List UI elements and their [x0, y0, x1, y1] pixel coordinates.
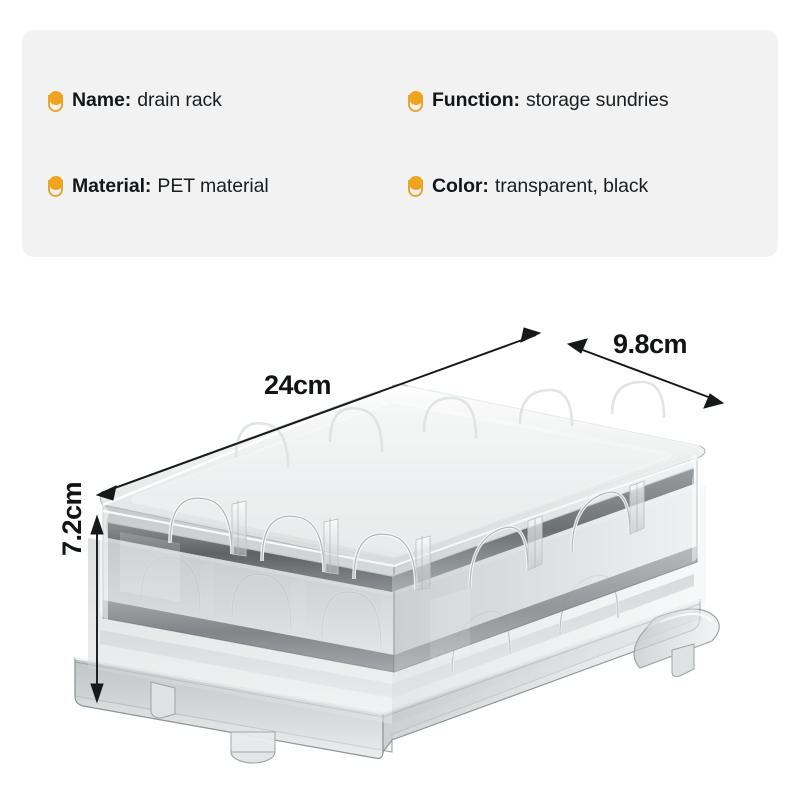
divider-slots-right: [468, 490, 632, 589]
spec-separator: :: [144, 174, 152, 197]
spec-row-function: Function : storage sundries: [392, 89, 778, 112]
spec-label-name: Name: [72, 89, 125, 112]
dimension-line-height: [90, 514, 104, 704]
spec-separator: :: [482, 174, 489, 197]
spec-value-name: drain rack: [137, 89, 222, 112]
divider-slots-front: [168, 496, 418, 591]
spec-label-color: Color: [432, 174, 483, 197]
side-rim-bar: [392, 468, 694, 592]
dimension-label-width: 24cm: [264, 370, 332, 400]
tray-foot: [150, 681, 176, 719]
spec-value-color: transparent, black: [494, 174, 649, 197]
dimension-line-width: [95, 327, 542, 501]
spec-separator: :: [124, 89, 132, 112]
spec-separator: :: [513, 89, 521, 112]
divider-slots-back: [234, 380, 666, 469]
tray-foot: [671, 643, 695, 677]
spec-row-color: Color : transparent, black: [392, 175, 778, 198]
product-image: [74, 327, 725, 764]
spec-row-material: Material : PET material: [22, 175, 392, 198]
spec-grid: Name : drain rack Function : storage sun…: [22, 30, 778, 257]
spec-value-function: storage sundries: [526, 89, 669, 112]
dimension-label-depth: 9.8cm: [613, 329, 688, 359]
main-basket: [98, 380, 706, 673]
spec-row-name: Name : drain rack: [22, 89, 392, 112]
dimension-lines: [90, 327, 725, 704]
front-rim-bar: [108, 522, 392, 592]
spec-label-material: Material: [72, 174, 145, 197]
spec-label-function: Function: [432, 89, 514, 112]
spec-card: Name : drain rack Function : storage sun…: [22, 30, 778, 257]
dimension-label-height: 7.2cm: [57, 481, 87, 556]
pin-icon: [48, 176, 63, 198]
spec-value-material: PET material: [157, 174, 269, 197]
pin-icon: [408, 176, 423, 198]
dimension-line-depth: [566, 338, 725, 409]
pin-icon: [48, 90, 63, 113]
pin-icon: [408, 90, 423, 113]
